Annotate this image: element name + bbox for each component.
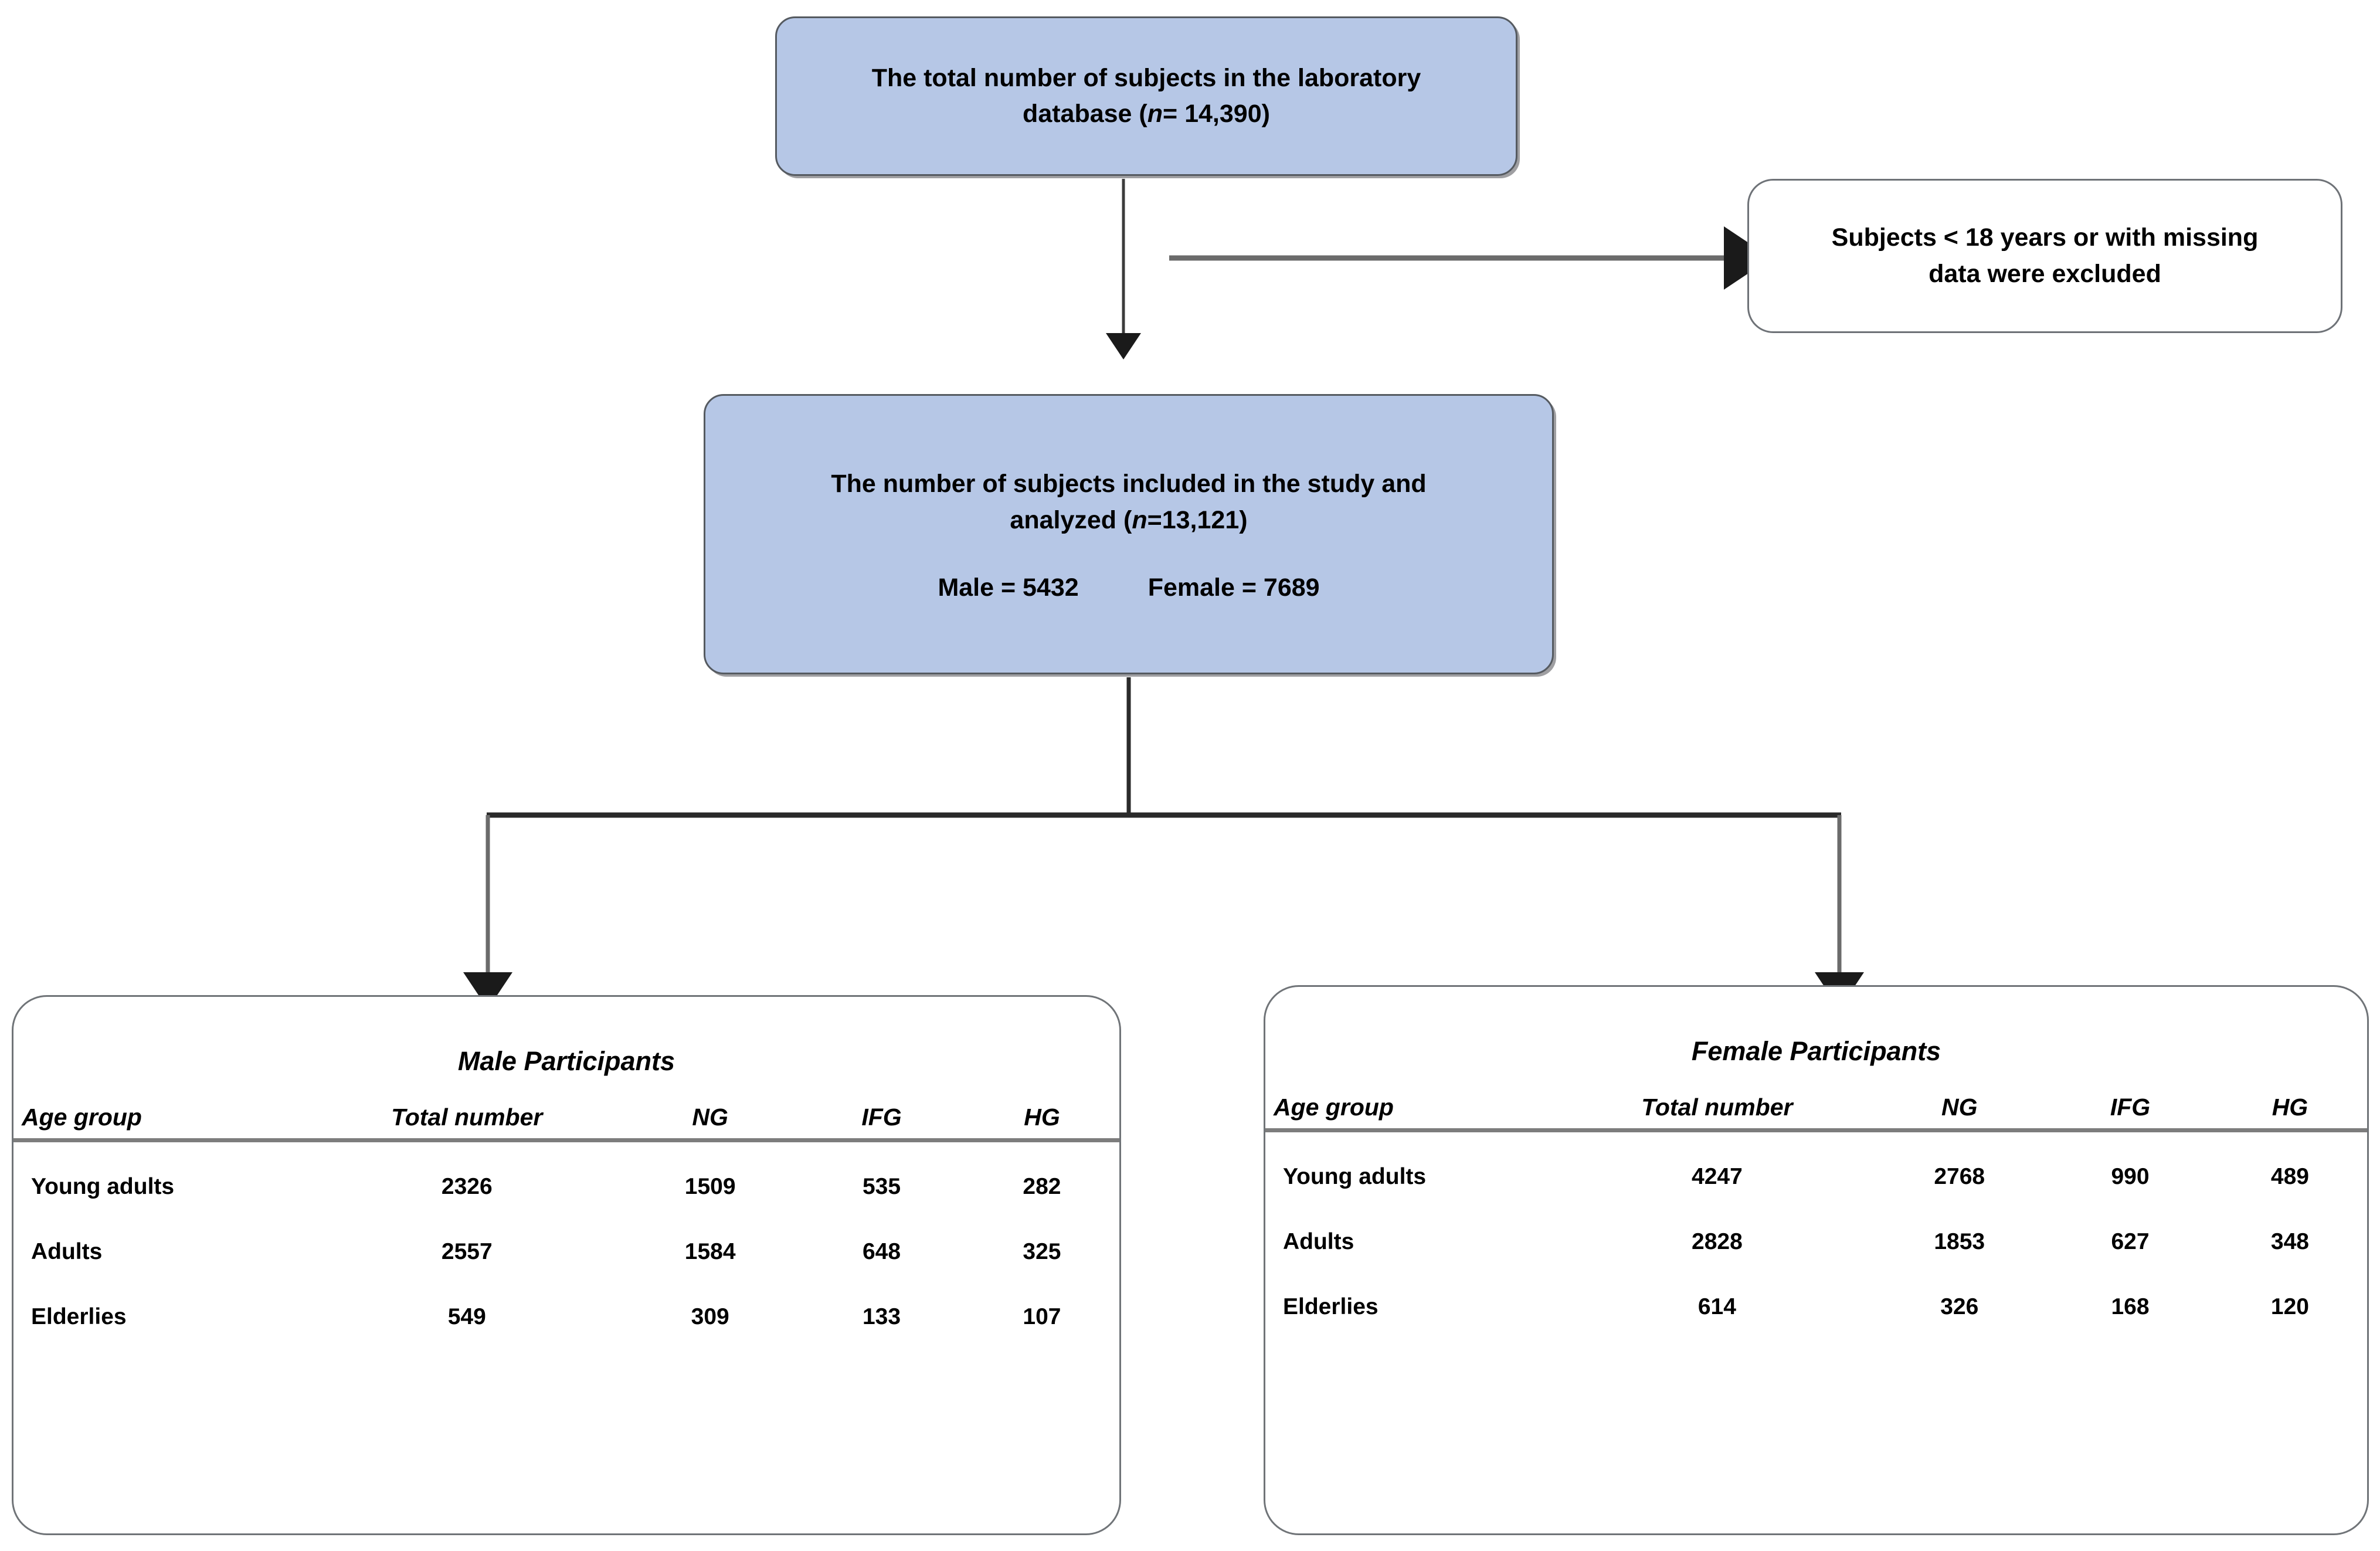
- table-row: Young adults 4247 2768 990 489: [1265, 1131, 2367, 1210]
- column-header-ifg: IFG: [2048, 1094, 2213, 1132]
- excluded-line1: Subjects < 18 years or with missing: [1831, 223, 2259, 252]
- table-row: Young adults 2326 1509 535 282: [13, 1141, 1119, 1220]
- cell-ifg: 648: [862, 1239, 901, 1264]
- cell-hg: 325: [1023, 1239, 1061, 1264]
- cell-ng: 309: [691, 1304, 729, 1329]
- column-header-total-number: Total number: [1563, 1094, 1872, 1132]
- n-italic: n: [1147, 100, 1163, 128]
- cell-ifg: 990: [2111, 1164, 2150, 1189]
- male-participants-panel: Male Participants Age group Total number…: [12, 995, 1121, 1535]
- cell-total: 2326: [441, 1174, 493, 1199]
- cell-total: 549: [447, 1304, 486, 1329]
- cell-hg: 120: [2270, 1294, 2309, 1319]
- cell-ifg: 133: [862, 1304, 901, 1329]
- table-row: Adults 2557 1584 648 325: [13, 1219, 1119, 1284]
- cell-hg: 489: [2270, 1164, 2309, 1189]
- included-subjects-box: The number of subjects included in the s…: [704, 394, 1554, 674]
- cell-age-group: Adults: [1283, 1229, 1354, 1254]
- cell-age-group: Young adults: [1283, 1164, 1427, 1189]
- included-subjects-text: The number of subjects included in the s…: [807, 466, 1449, 538]
- table-row: Adults 2828 1853 627 348: [1265, 1209, 2367, 1274]
- cell-total: 2557: [441, 1239, 493, 1264]
- cell-ifg: 627: [2111, 1229, 2150, 1254]
- cell-total: 2828: [1692, 1229, 1743, 1254]
- cell-hg: 107: [1023, 1304, 1061, 1329]
- table-row: Elderlies 614 326 168 120: [1265, 1274, 2367, 1339]
- cell-ng: 1509: [684, 1174, 736, 1199]
- cell-hg: 282: [1023, 1174, 1061, 1199]
- column-header-age-group: Age group: [13, 1104, 313, 1142]
- female-participants-table: Age group Total number NG IFG HG Young a…: [1265, 1094, 2367, 1339]
- cell-age-group: Young adults: [31, 1174, 175, 1199]
- table-header-row: Age group Total number NG IFG HG: [1265, 1094, 2367, 1132]
- table-header-row: Age group Total number NG IFG HG: [13, 1104, 1119, 1142]
- cell-ng: 326: [1940, 1294, 1979, 1319]
- female-panel-title: Female Participants: [1691, 1036, 1941, 1066]
- cell-age-group: Elderlies: [31, 1304, 127, 1329]
- column-header-hg: HG: [2212, 1094, 2367, 1132]
- male-panel-title: Male Participants: [457, 1046, 675, 1076]
- cell-ng: 1853: [1934, 1229, 1985, 1254]
- total-subjects-text: The total number of subjects in the labo…: [848, 60, 1445, 132]
- total-subjects-box: The total number of subjects in the labo…: [775, 16, 1517, 176]
- cell-ng: 2768: [1934, 1164, 1985, 1189]
- total-subjects-line1: The total number of subjects in the labo…: [871, 63, 1421, 92]
- table-row: Elderlies 549 309 133 107: [13, 1284, 1119, 1349]
- cell-ng: 1584: [684, 1239, 736, 1264]
- column-header-ifg: IFG: [799, 1104, 965, 1142]
- column-header-ng: NG: [1871, 1094, 2048, 1132]
- excluded-subjects-box: Subjects < 18 years or with missing data…: [1747, 179, 2342, 333]
- cell-age-group: Adults: [31, 1239, 103, 1264]
- cell-ifg: 168: [2111, 1294, 2150, 1319]
- cell-age-group: Elderlies: [1283, 1294, 1379, 1319]
- cell-hg: 348: [2270, 1229, 2309, 1254]
- included-line1: The number of subjects included in the s…: [831, 470, 1427, 498]
- total-subjects-line2-pre: database (: [1023, 100, 1147, 128]
- male-count-label: Male = 5432: [938, 573, 1079, 602]
- cell-total: 614: [1697, 1294, 1736, 1319]
- n-italic: n: [1132, 505, 1147, 534]
- female-count-label: Female = 7689: [1147, 573, 1320, 602]
- column-header-ng: NG: [622, 1104, 799, 1142]
- cell-ifg: 535: [862, 1174, 901, 1199]
- male-participants-table: Age group Total number NG IFG HG Young a…: [13, 1104, 1119, 1349]
- female-participants-panel: Female Participants Age group Total numb…: [1264, 985, 2369, 1535]
- excluded-subjects-text: Subjects < 18 years or with missing data…: [1808, 220, 2282, 291]
- total-subjects-line2-post: = 14,390): [1163, 100, 1270, 128]
- excluded-line2: data were excluded: [1929, 259, 2161, 288]
- column-header-hg: HG: [964, 1104, 1119, 1142]
- cell-total: 4247: [1692, 1164, 1743, 1189]
- included-line2-post: =13,121): [1147, 505, 1248, 534]
- column-header-total-number: Total number: [312, 1104, 622, 1142]
- included-line2-pre: analyzed (: [1010, 505, 1132, 534]
- sex-split-row: Male = 5432 Female = 7689: [938, 573, 1319, 602]
- column-header-age-group: Age group: [1265, 1094, 1563, 1132]
